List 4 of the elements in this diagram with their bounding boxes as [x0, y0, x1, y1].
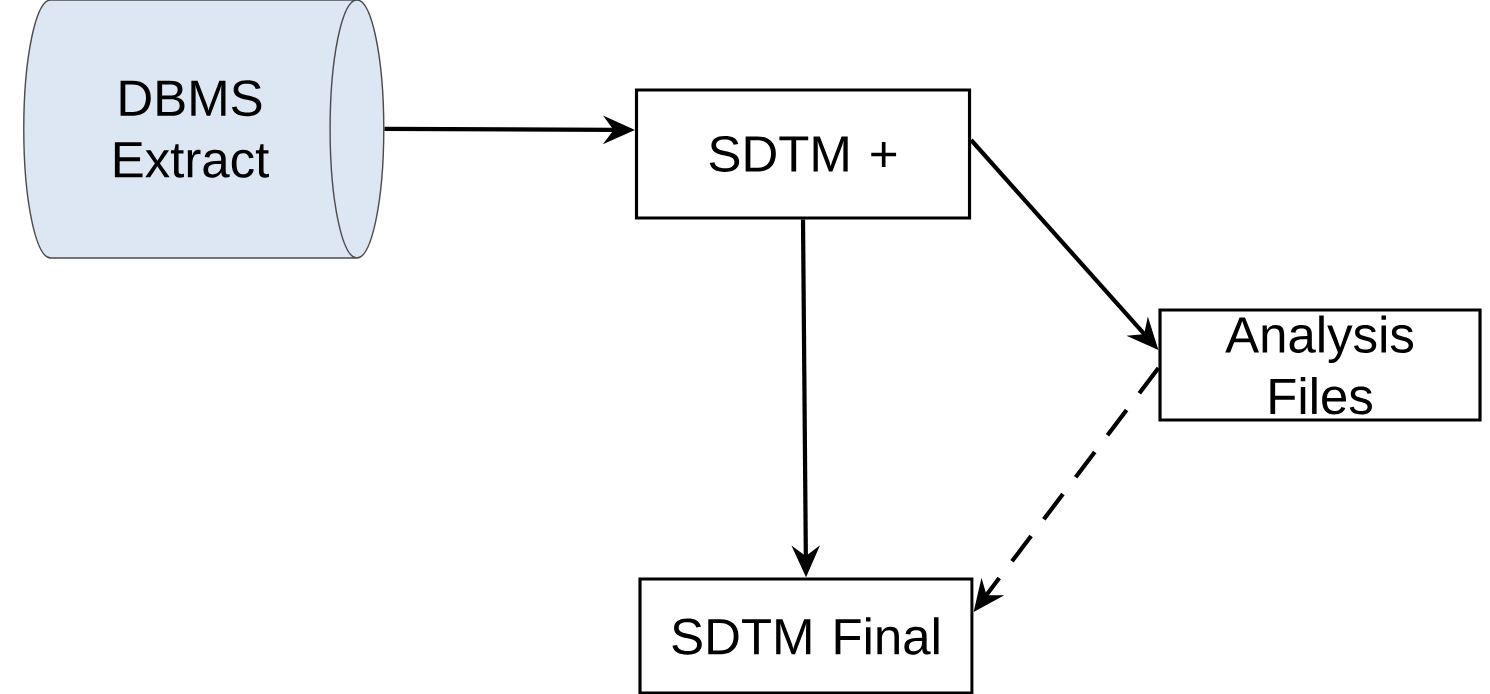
- process-box: SDTM Final: [638, 577, 974, 694]
- process-box: Analysis Files: [1158, 308, 1482, 422]
- database-cylinder: DBMS Extract: [23, 0, 385, 259]
- process-box: SDTM +: [634, 88, 972, 220]
